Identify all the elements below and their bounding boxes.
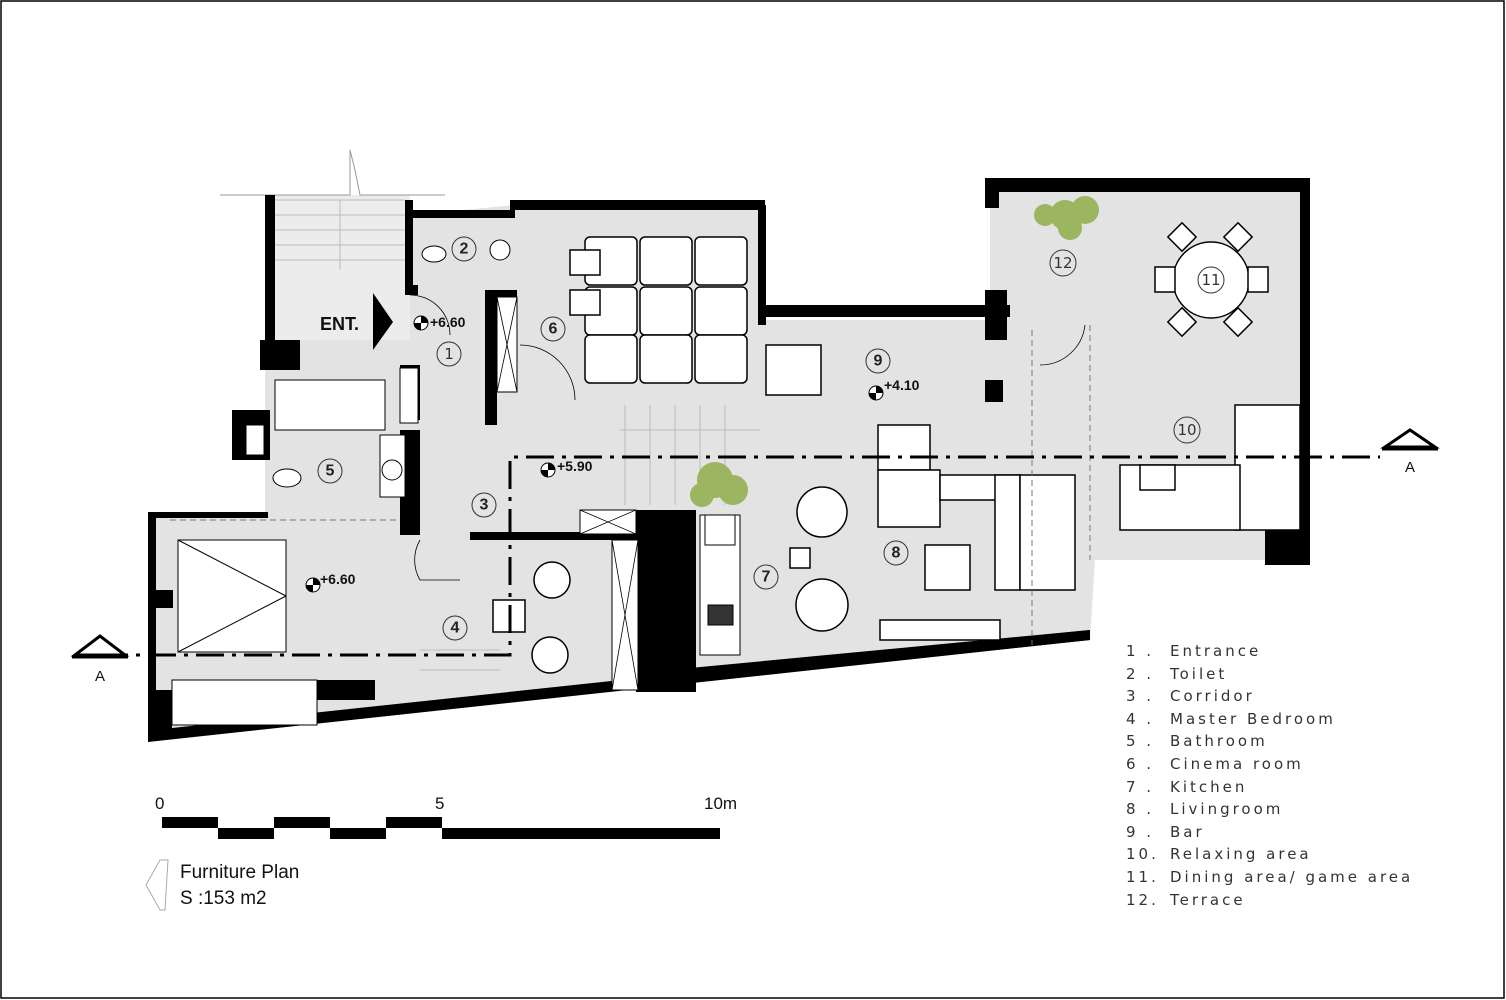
legend-label: Relaxing area bbox=[1170, 845, 1312, 864]
room-number-12: 12 bbox=[1053, 254, 1072, 272]
legend-label: Terrace bbox=[1170, 890, 1246, 909]
legend-item: 5 . Bathroom bbox=[1126, 730, 1413, 753]
room-number-3: 3 bbox=[480, 497, 489, 514]
legend-number: 4 . bbox=[1126, 709, 1155, 728]
legend-item: 8 . Livingroom bbox=[1126, 798, 1413, 821]
legend-label: Corridor bbox=[1170, 687, 1255, 706]
section-line bbox=[100, 455, 1380, 657]
svg-text:+5.90: +5.90 bbox=[557, 458, 593, 474]
elevation-marker: +5.90 bbox=[540, 458, 593, 478]
entrance-label: ENT. bbox=[320, 314, 359, 334]
svg-text:+6.60: +6.60 bbox=[320, 571, 356, 587]
scale-label-10m: 10m bbox=[704, 794, 737, 813]
elevation-marker: +6.60 bbox=[413, 314, 466, 331]
elevation-marker: +4.10 bbox=[868, 377, 920, 401]
room-number-7: 7 bbox=[762, 569, 771, 586]
room-number-4: 4 bbox=[451, 620, 460, 637]
section-marker-left: A bbox=[70, 634, 130, 685]
plan-title: Furniture Plan S :153 m2 bbox=[180, 860, 299, 912]
room-number-1: 1 bbox=[444, 345, 454, 363]
room-number-9: 9 bbox=[874, 353, 883, 370]
entrance-arrow-icon bbox=[373, 293, 393, 350]
legend-number: 9 . bbox=[1126, 822, 1155, 841]
legend-label: Toilet bbox=[1170, 664, 1228, 683]
legend-label: Entrance bbox=[1170, 642, 1262, 660]
legend-item: 2 . Toilet bbox=[1126, 663, 1413, 686]
room-legend: 1 . Entrance 2 . Toilet 3 . Corridor 4 . Master… bbox=[1126, 640, 1413, 911]
floor-area bbox=[150, 185, 1305, 740]
north-arrow-icon bbox=[145, 859, 169, 911]
svg-text:+6.60: +6.60 bbox=[430, 314, 466, 330]
room-number-5: 5 bbox=[326, 463, 335, 480]
scale-bar bbox=[162, 817, 720, 839]
legend-number: 1 . bbox=[1126, 642, 1155, 660]
room-number-10: 10 bbox=[1177, 421, 1196, 439]
bath-fixtures bbox=[272, 239, 511, 498]
legend-number: 12. bbox=[1126, 890, 1159, 909]
legend-number: 10. bbox=[1126, 845, 1159, 864]
room-number-2: 2 bbox=[460, 241, 469, 258]
plan-area: S :153 m2 bbox=[180, 888, 267, 909]
legend-number: 5 . bbox=[1126, 732, 1155, 751]
dining-table bbox=[1154, 221, 1269, 338]
legend-label: Cinema room bbox=[1170, 754, 1304, 773]
living-furniture bbox=[765, 344, 1076, 641]
section-marker-right: A bbox=[1380, 428, 1440, 476]
section-label-left: A bbox=[95, 668, 105, 685]
kitchen-counter bbox=[699, 514, 741, 656]
plan-name: Furniture Plan bbox=[180, 862, 300, 883]
legend-item: 7 . Kitchen bbox=[1126, 776, 1413, 799]
room-number-6: 6 bbox=[549, 321, 558, 338]
legend-item: 6 . Cinema room bbox=[1126, 753, 1413, 776]
legend-number: 3 . bbox=[1126, 687, 1155, 706]
legend-label: Bar bbox=[1170, 822, 1205, 841]
room-number-11: 11 bbox=[1201, 271, 1220, 289]
svg-text:+4.10: +4.10 bbox=[884, 377, 920, 393]
legend-label: Livingroom bbox=[1170, 800, 1284, 819]
legend-number: 7 . bbox=[1126, 777, 1155, 796]
relax-sofa bbox=[1119, 404, 1301, 531]
legend-label: Bathroom bbox=[1170, 732, 1268, 751]
legend-item: 4 . Master Bedroom bbox=[1126, 708, 1413, 731]
legend-item: 11. Dining area/ game area bbox=[1126, 866, 1413, 889]
plant-icon bbox=[690, 196, 1099, 507]
scale-label-5: 5 bbox=[435, 794, 444, 813]
legend-item: 12. Terrace bbox=[1126, 889, 1413, 912]
cinema-seats bbox=[569, 236, 748, 384]
room-number-8: 8 bbox=[892, 545, 901, 562]
legend-label: Master Bedroom bbox=[1170, 709, 1336, 728]
legend-number: 8 . bbox=[1126, 800, 1155, 819]
legend-label: Dining area/ game area bbox=[1170, 867, 1414, 886]
legend-item: 10. Relaxing area bbox=[1126, 843, 1413, 866]
legend-label: Kitchen bbox=[1170, 777, 1248, 796]
legend-item: 3 . Corridor bbox=[1126, 685, 1413, 708]
section-label-right: A bbox=[1405, 459, 1415, 476]
dashed-boundaries bbox=[170, 325, 1091, 645]
legend-item: 9 . Bar bbox=[1126, 821, 1413, 844]
cabinet-crosses bbox=[496, 296, 639, 691]
stair-entry-lines bbox=[220, 149, 445, 196]
stairs bbox=[275, 199, 760, 671]
legend-number: 6 . bbox=[1126, 754, 1155, 773]
legend-item: 1 . Entrance bbox=[1126, 640, 1413, 663]
bed bbox=[177, 539, 287, 653]
legend-number: 2 . bbox=[1126, 664, 1155, 683]
scale-label-0: 0 bbox=[155, 794, 164, 813]
legend-number: 11. bbox=[1126, 867, 1159, 886]
door-swings bbox=[409, 294, 1086, 581]
elevation-marker: +6.60 bbox=[305, 571, 356, 593]
